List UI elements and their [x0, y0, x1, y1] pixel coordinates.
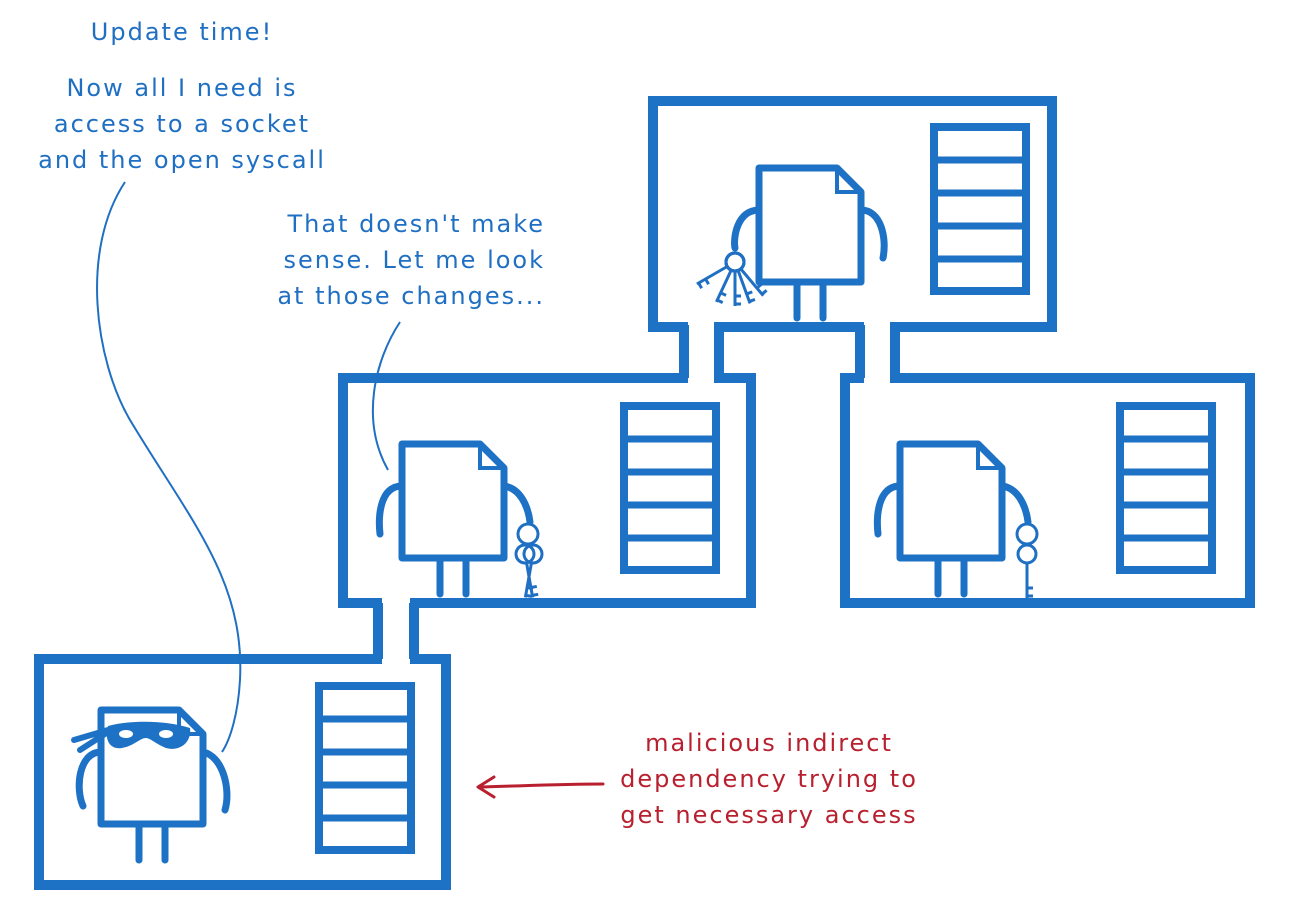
speech-middle-line1: That doesn't make	[286, 210, 545, 238]
annotation-line1: malicious indirect	[645, 729, 893, 757]
annotation: malicious indirect dependency trying to …	[620, 729, 918, 829]
annotation-line2: dependency trying to	[620, 765, 918, 793]
bookshelf-icon	[1120, 406, 1212, 570]
bookshelf-icon	[934, 127, 1026, 291]
speech-tail-middle	[371, 321, 401, 471]
speech-top-line4: and the open syscall	[38, 146, 326, 174]
key-icon	[1015, 522, 1039, 600]
speech-top-line3: access to a socket	[54, 110, 310, 138]
bookshelf-icon	[319, 686, 411, 850]
document-icon	[731, 168, 888, 318]
document-icon	[75, 710, 231, 860]
annotation-line3: get necessary access	[620, 801, 917, 829]
document-icon	[873, 444, 1032, 594]
room-walls	[34, 96, 1255, 890]
key-icon	[513, 522, 545, 601]
arrow-left-icon	[476, 775, 605, 799]
document-icon	[375, 444, 534, 594]
bandit-mask-icon	[71, 721, 191, 753]
speech-middle-line2: sense. Let me look	[284, 246, 545, 274]
bookshelf-icon	[624, 406, 716, 570]
speech-top-line2: Now all I need is	[66, 74, 297, 102]
speech-bubble-middle: That doesn't make sense. Let me look at …	[277, 210, 545, 310]
speech-bubble-top: Update time! Now all I need is access to…	[38, 18, 326, 174]
speech-middle-line3: at those changes...	[277, 282, 545, 310]
speech-tail-top	[96, 181, 242, 753]
speech-top-line1: Update time!	[91, 18, 273, 46]
